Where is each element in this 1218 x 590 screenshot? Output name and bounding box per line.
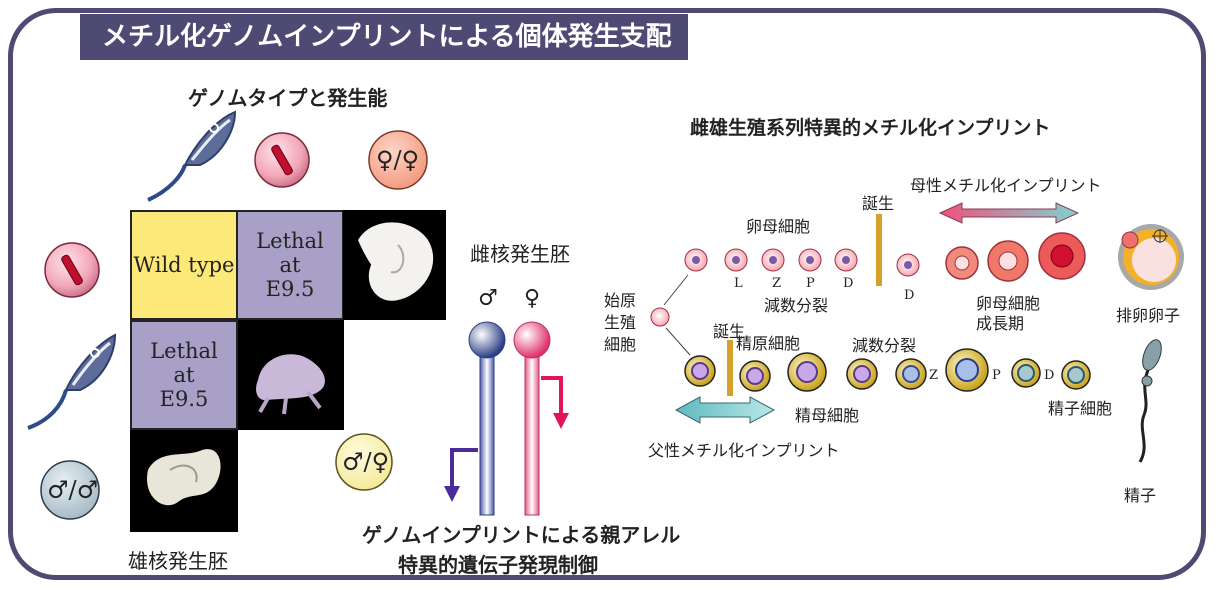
stage-p-label: P	[806, 276, 815, 291]
genome-type-heading: ゲノムタイプと発生能	[188, 86, 388, 110]
spermatogenic-cells	[684, 348, 1091, 392]
paternal-chromosome	[479, 349, 495, 516]
stage-d-label: D	[843, 276, 854, 291]
bottom-caption-2: 特異的遺伝子発現制御	[398, 553, 598, 577]
paternal-expression-arrow	[444, 448, 478, 502]
stage-d-label-2: D	[904, 288, 915, 303]
gynogenetic-embryo-label: 雌核発生胚	[470, 242, 570, 266]
female-sign: ♀	[524, 286, 541, 311]
lethal-label-2: Lethal at E9.5	[150, 339, 218, 411]
embryo-image	[358, 222, 434, 301]
mm-circle	[40, 460, 100, 520]
oocyte-growth-label-1: 卵母細胞	[976, 294, 1041, 313]
primordial-label-1: 始原	[604, 291, 637, 310]
mm-symbol: ♂/♂	[47, 476, 99, 504]
stage-z-label: Z	[772, 276, 782, 291]
bottom-caption-1: ゲノムインプリントによる親アレル	[362, 523, 681, 547]
mf-symbol: ♂/♀	[342, 448, 390, 476]
maternal-imprint-label: 母性メチル化インプリント	[910, 176, 1102, 195]
oocyte-label: 卵母細胞	[746, 217, 811, 236]
spermatogonia-label: 精原細胞	[736, 334, 801, 353]
sperm-label: 精子	[1124, 486, 1157, 505]
pgc-line-up	[663, 274, 689, 306]
wild-type-pup-photo	[238, 320, 344, 430]
primordial-germ-cell	[650, 307, 670, 327]
meiosis-label-male: 減数分裂	[852, 336, 917, 355]
lethal-label-1: Lethal at E9.5	[256, 229, 324, 301]
stage-d-label-3: D	[1044, 368, 1055, 383]
androgenetic-embryo-label: 雄核発生胚	[128, 549, 228, 573]
spermatid-label: 精子細胞	[1048, 399, 1113, 418]
sperm-icon-top	[147, 110, 237, 202]
lethal-cell-mm: Lethal at E9.5	[130, 320, 238, 430]
primordial-label-3: 細胞	[604, 335, 637, 354]
oocyte-growth-label-2: 成長期	[976, 314, 1025, 333]
egg-icon-top	[254, 132, 310, 188]
paternal-imprint-arrow	[674, 396, 776, 424]
maternal-expression-arrow	[541, 376, 569, 429]
wild-type-label: Wild type	[133, 253, 235, 277]
embryo-image-2	[147, 449, 221, 506]
germline-heading: 雌雄生殖系列特異的メチル化インプリント	[690, 117, 1051, 139]
ff-circle	[368, 130, 428, 190]
ovulated-egg-icon	[1118, 224, 1184, 290]
sperm-icon-left	[27, 333, 117, 430]
maternal-imprint-arrow	[938, 202, 1080, 224]
pup-image	[256, 354, 325, 415]
stage-l-label: L	[734, 276, 743, 291]
oocyte-small-row	[684, 248, 920, 277]
mature-sperm-icon	[1138, 339, 1162, 463]
gynogenetic-embryo-photo	[343, 210, 446, 320]
paternal-knob	[468, 321, 506, 359]
egg-icon-left	[44, 242, 100, 298]
androgenetic-embryo-photo	[130, 430, 238, 532]
ovulated-egg-label: 排卵卵子	[1116, 306, 1181, 325]
meiosis-label-female: 減数分裂	[764, 296, 829, 315]
growing-oocytes	[945, 232, 1086, 282]
pgc-line-down	[665, 327, 691, 356]
maternal-knob	[513, 321, 551, 359]
primordial-label-2: 生殖	[604, 313, 637, 332]
birth-label-female: 誕生	[862, 194, 895, 213]
birth-bar-male	[727, 340, 733, 396]
lethal-cell-ff: Lethal at E9.5	[236, 210, 344, 320]
stage-z-label-2: Z	[929, 368, 939, 383]
birth-bar-female	[876, 214, 882, 286]
male-sign: ♂	[478, 286, 498, 311]
paternal-imprint-label: 父性メチル化インプリント	[648, 441, 840, 460]
mf-circle	[335, 433, 393, 491]
spermatocyte-label: 精母細胞	[795, 406, 860, 425]
stage-p-label-2: P	[992, 368, 1001, 383]
page-title: メチル化ゲノムインプリントによる個体発生支配	[80, 14, 688, 60]
ff-symbol: ♀/♀	[376, 146, 420, 174]
birth-label-male: 誕生	[713, 322, 746, 341]
maternal-chromosome	[524, 349, 540, 516]
rounded-frame	[8, 8, 1206, 580]
